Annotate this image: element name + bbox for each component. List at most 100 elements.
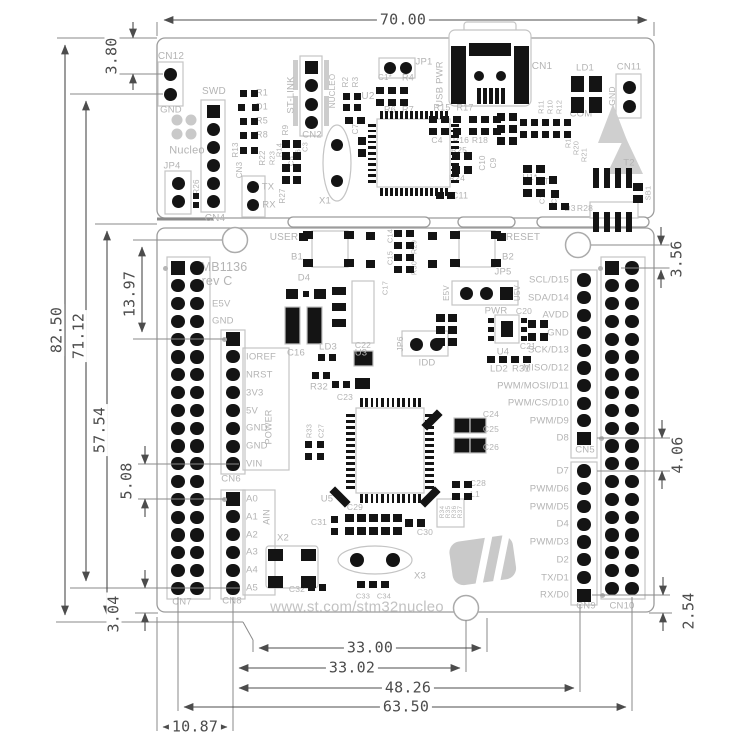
label-c34: C34 (376, 591, 392, 601)
chip-pin (425, 468, 434, 471)
chip-pin (425, 438, 434, 441)
cn2-bar (293, 96, 298, 126)
label-r21: R21 (579, 147, 589, 163)
label-r11: R11 (536, 100, 546, 114)
chip-pin (365, 494, 368, 503)
pin-jp5 (459, 286, 473, 300)
chip-pin (346, 486, 355, 489)
pin-jp5 (499, 286, 513, 300)
pin-cn5-digital (577, 343, 591, 357)
chip-pin (381, 494, 384, 503)
label-jp5: JP5 (494, 266, 512, 278)
label-scl-d15: SCL/D15 (529, 274, 569, 286)
diagonal-cap (419, 486, 441, 508)
label-r2: R2 (341, 76, 350, 88)
label-c7: C7 (351, 123, 360, 135)
label-gnd: GND (547, 327, 569, 339)
cn6-outline (220, 329, 246, 475)
chip-pin (360, 398, 363, 407)
component-pad (357, 527, 366, 535)
chip-pin (425, 474, 434, 477)
component-pad (357, 581, 365, 588)
label-a3: A3 (246, 546, 259, 558)
component-pad (345, 514, 354, 522)
pin-cn4 (206, 158, 220, 172)
component-pad (450, 231, 460, 239)
component-pad (615, 168, 621, 188)
component-pad (345, 527, 354, 535)
component-pad (536, 165, 545, 173)
label-cn6: CN6 (221, 473, 241, 485)
label-cn4: CN4 (204, 213, 226, 224)
component-pad (561, 203, 569, 210)
component-pad (501, 321, 513, 337)
x3-pad (350, 553, 364, 567)
label-x3: X3 (413, 570, 427, 582)
label-r24: R24 (448, 172, 466, 183)
pin-jp4 (171, 176, 185, 190)
chip-pin (451, 124, 459, 127)
label-r10: R10 (545, 99, 555, 115)
label-r16: R16 (452, 134, 470, 145)
label-vin: VIN (246, 458, 263, 470)
pin-cn10-morpho (625, 492, 639, 506)
label-reset: RESET (505, 232, 541, 243)
label-5v: 5V (246, 404, 259, 416)
component-pad (293, 164, 301, 172)
cn2-bar (324, 60, 329, 90)
component-pad (593, 212, 599, 232)
label-r5: R5 (256, 115, 268, 126)
label-ld3: LD3 (318, 341, 338, 353)
component-pad (343, 93, 350, 100)
component-pad (501, 88, 505, 104)
chip-pin (346, 468, 355, 471)
component-pad (400, 87, 408, 94)
component-pad (553, 131, 560, 138)
chip-pin (386, 398, 389, 407)
label-c31: C31 (310, 516, 328, 527)
chip-pin (425, 111, 428, 119)
label-d8: D8 (556, 432, 569, 444)
component-pad (393, 514, 402, 522)
component-pad (251, 118, 258, 125)
pin-jp1 (400, 62, 412, 74)
component-pad (497, 113, 505, 121)
label-d1: D1 (256, 101, 268, 112)
pin-cn7-morpho (171, 475, 185, 489)
nucleo-logo-icon (171, 114, 197, 140)
label-d4: D4 (297, 272, 311, 284)
component-pad (282, 152, 290, 160)
label-t1: T1 (544, 177, 554, 186)
component-pad (523, 177, 532, 185)
component-pad (268, 549, 283, 561)
component-pad (331, 528, 338, 535)
component-pad (406, 254, 414, 261)
chip-pin (365, 398, 368, 407)
pin-cn12 (163, 87, 177, 101)
label-ioref: IOREF (246, 351, 277, 363)
component-pad (305, 453, 312, 460)
label-x2: X2 (276, 532, 290, 544)
component-pad (499, 356, 507, 363)
pin-cn2 (304, 97, 318, 111)
pin-cn6-power (226, 457, 240, 471)
pin-cn10-morpho (605, 528, 619, 542)
chip-pin (451, 146, 459, 149)
chip-pin (397, 494, 400, 503)
label-r7: R7 (402, 104, 414, 115)
component-pad (488, 327, 494, 332)
component-pad (282, 140, 290, 148)
chip-pin (451, 135, 459, 138)
chip-pin (346, 426, 355, 429)
pin-cn7-morpho (171, 581, 185, 595)
component-pad (406, 230, 414, 237)
pin-cn7-morpho (171, 386, 185, 400)
component-pad (357, 117, 365, 124)
chip-pin (346, 456, 355, 459)
label-c4: C4 (431, 134, 443, 145)
pin-cn3 (247, 199, 259, 211)
chip-pin (425, 420, 434, 423)
jp5-outline (451, 280, 519, 306)
component-pad (483, 88, 487, 104)
component-pad (317, 453, 324, 460)
